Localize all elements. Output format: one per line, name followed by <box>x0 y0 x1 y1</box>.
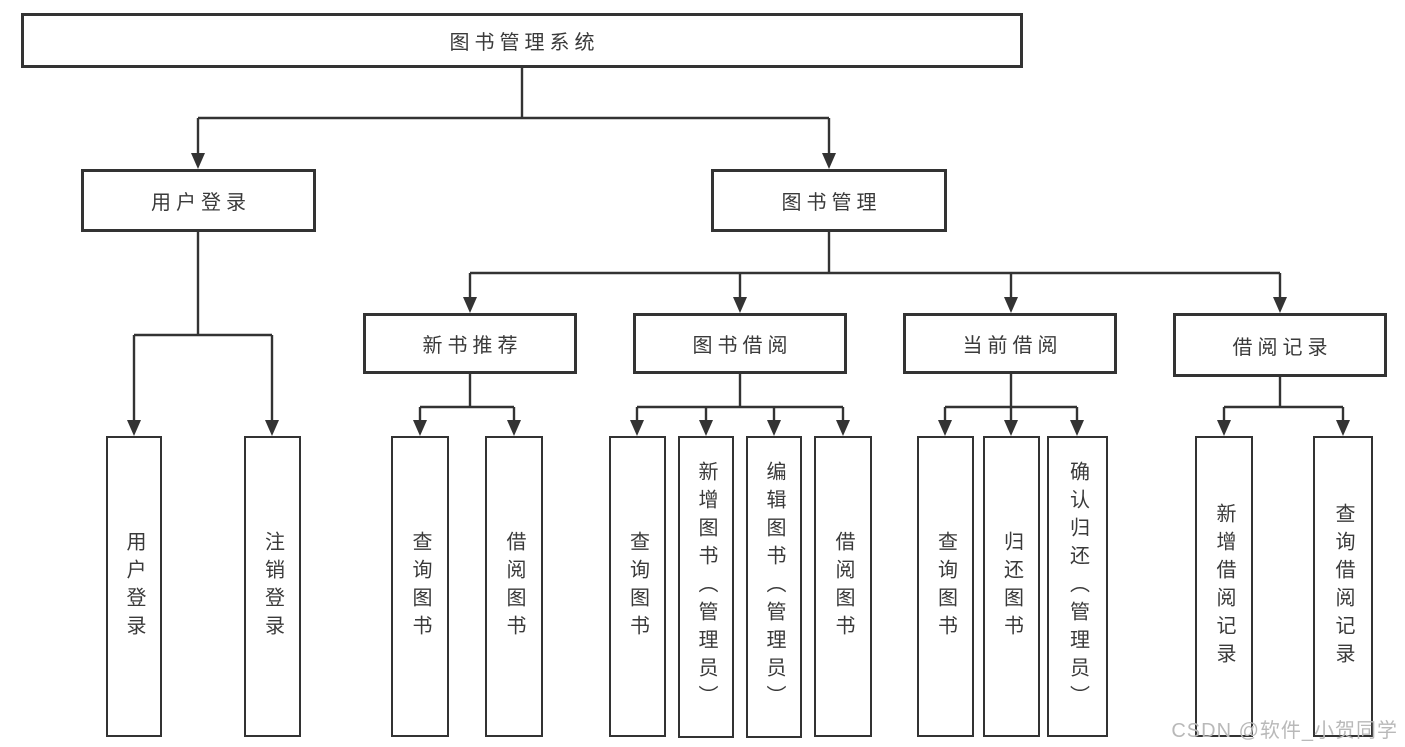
node-label: 查询借阅记录 <box>1332 502 1354 671</box>
leaf-query-book-current: 查询图书 <box>917 436 974 737</box>
node-book-management: 图书管理 <box>711 169 947 232</box>
node-label: 确认归还（管理员） <box>1066 460 1089 713</box>
node-label: 新书推荐 <box>422 335 523 357</box>
node-label: 用户登录 <box>123 530 145 643</box>
node-book-borrow: 图书借阅 <box>633 313 847 374</box>
node-label: 借阅记录 <box>1232 336 1333 359</box>
node-label: 新增图书（管理员） <box>695 461 717 713</box>
leaf-query-book-borrow: 查询图书 <box>609 436 666 737</box>
node-label: 借阅图书 <box>832 530 854 643</box>
node-user-login-module: 用户登录 <box>81 169 316 232</box>
leaf-query-book-recommend: 查询图书 <box>391 436 449 737</box>
node-label: 查询图书 <box>626 530 649 643</box>
node-label: 查询图书 <box>409 530 431 643</box>
node-label: 图书借阅 <box>692 335 793 357</box>
node-label: 图书管理系统 <box>449 32 600 54</box>
leaf-add-book-admin: 新增图书（管理员） <box>678 436 734 738</box>
leaf-logout: 注销登录 <box>244 436 301 737</box>
leaf-return-book: 归还图书 <box>983 436 1040 737</box>
node-label: 编辑图书（管理员） <box>763 461 785 713</box>
node-root: 图书管理系统 <box>21 13 1023 68</box>
leaf-query-borrow-record: 查询借阅记录 <box>1313 436 1373 737</box>
leaf-confirm-return-admin: 确认归还（管理员） <box>1047 436 1108 737</box>
node-new-book-recommend: 新书推荐 <box>363 313 577 374</box>
node-label: 查询图书 <box>934 530 957 643</box>
arrowheads <box>127 153 1350 436</box>
node-label: 图书管理 <box>781 192 882 214</box>
leaf-borrow-book-recommend: 借阅图书 <box>485 436 543 737</box>
node-label: 新增借阅记录 <box>1213 502 1235 671</box>
leaf-add-borrow-record: 新增借阅记录 <box>1195 436 1253 737</box>
leaf-edit-book-admin: 编辑图书（管理员） <box>746 436 802 738</box>
node-label: 注销登录 <box>261 530 284 643</box>
node-label: 归还图书 <box>1000 530 1023 643</box>
leaf-borrow-book: 借阅图书 <box>814 436 872 737</box>
node-borrow-records: 借阅记录 <box>1173 313 1387 377</box>
leaf-user-login: 用户登录 <box>106 436 162 737</box>
node-label: 当前借阅 <box>962 335 1063 357</box>
connector-strokes <box>132 68 1345 423</box>
node-label: 用户登录 <box>151 192 251 214</box>
node-current-borrow: 当前借阅 <box>903 313 1117 374</box>
node-label: 借阅图书 <box>503 530 525 643</box>
